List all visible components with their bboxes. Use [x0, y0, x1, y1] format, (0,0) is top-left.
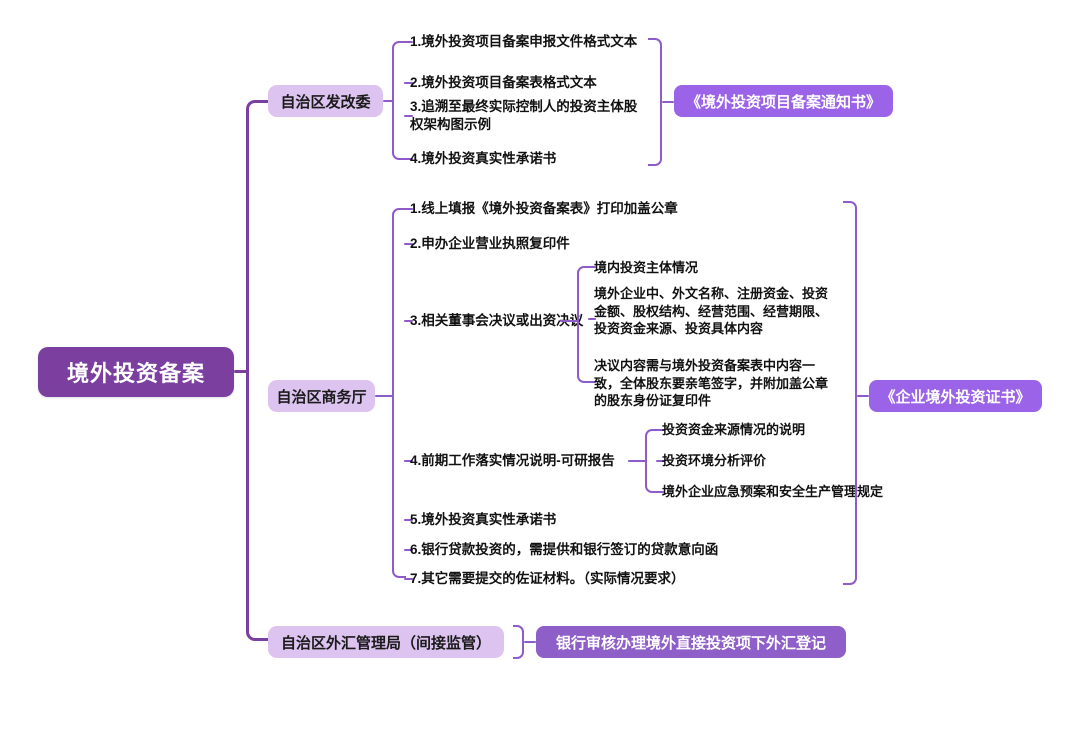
main-trunk-bracket	[246, 100, 268, 641]
list-item: 投资资金来源情况的说明	[662, 422, 806, 437]
result-node-ndrc[interactable]: 《境外投资项目备案通知书》	[674, 85, 893, 117]
branch-safe-result-bracket	[513, 625, 524, 659]
list-item: 3.相关董事会决议或出资决议	[410, 313, 584, 328]
branch-node-safe-label: 自治区外汇管理局（间接监管）	[280, 634, 491, 652]
list-item: 4.境外投资真实性承诺书	[410, 151, 557, 166]
branch-node-commerce-label: 自治区商务厅	[276, 388, 367, 406]
branch-commerce-result-stub	[857, 395, 869, 397]
branch-commerce-children-stub	[375, 395, 394, 397]
list-item: 1.境外投资项目备案申报文件格式文本	[410, 34, 638, 49]
branch-safe-result-stub	[524, 641, 536, 643]
list-item: 4.前期工作落实情况说明-可研报告	[410, 453, 615, 468]
branch-node-safe[interactable]: 自治区外汇管理局（间接监管）	[268, 626, 504, 658]
branch-ndrc-children-stub	[383, 100, 394, 102]
list-item: 2.申办企业营业执照复印件	[410, 236, 570, 251]
list-item: 2.境外投资项目备案表格式文本	[410, 75, 597, 90]
result-node-commerce[interactable]: 《企业境外投资证书》	[869, 380, 1042, 412]
result-node-safe-label: 银行审核办理境外直接投资项下外汇登记	[555, 634, 826, 652]
branch-ndrc-children-bracket	[392, 41, 406, 160]
result-node-commerce-label: 《企业境外投资证书》	[880, 388, 1031, 406]
list-item: 境内投资主体情况	[594, 260, 699, 275]
root-node[interactable]: 境外投资备案	[38, 347, 234, 397]
item4-children-bracket	[645, 429, 658, 493]
list-item: 5.境外投资真实性承诺书	[410, 512, 557, 527]
branch-node-commerce[interactable]: 自治区商务厅	[268, 380, 375, 412]
branch-commerce-result-bracket	[843, 201, 857, 585]
branch-ndrc-result-stub	[662, 101, 674, 103]
list-item: 境外企业应急预案和安全生产管理规定	[662, 484, 884, 499]
branch-node-ndrc[interactable]: 自治区发改委	[268, 85, 383, 117]
list-item: 境外企业中、外文名称、注册资金、投资金额、股权结构、经营范围、经营期限、投资资金…	[594, 286, 829, 336]
list-item: 1.线上填报《境外投资备案表》打印加盖公章	[410, 201, 678, 216]
list-item: 6.银行贷款投资的，需提供和银行签订的贷款意向函	[410, 542, 719, 557]
sub-children-stub	[628, 460, 647, 462]
root-trunk-stub	[234, 370, 248, 373]
result-node-safe[interactable]: 银行审核办理境外直接投资项下外汇登记	[536, 626, 846, 658]
branch-node-ndrc-label: 自治区发改委	[280, 93, 371, 111]
root-node-label: 境外投资备案	[66, 361, 205, 386]
list-item: 7.其它需要提交的佐证材料。（实际情况要求）	[410, 571, 685, 586]
list-item: 决议内容需与境外投资备案表中内容一致，全体股东要亲笔签字，并附加盖公章的股东身份…	[594, 358, 829, 408]
result-node-ndrc-label: 《境外投资项目备案通知书》	[685, 93, 881, 111]
list-item: 投资环境分析评价	[662, 453, 767, 468]
list-item: 3.追溯至最终实际控制人的投资主体股权架构图示例	[410, 99, 638, 132]
branch-commerce-children-bracket	[392, 208, 406, 578]
branch-ndrc-result-bracket	[648, 38, 662, 166]
